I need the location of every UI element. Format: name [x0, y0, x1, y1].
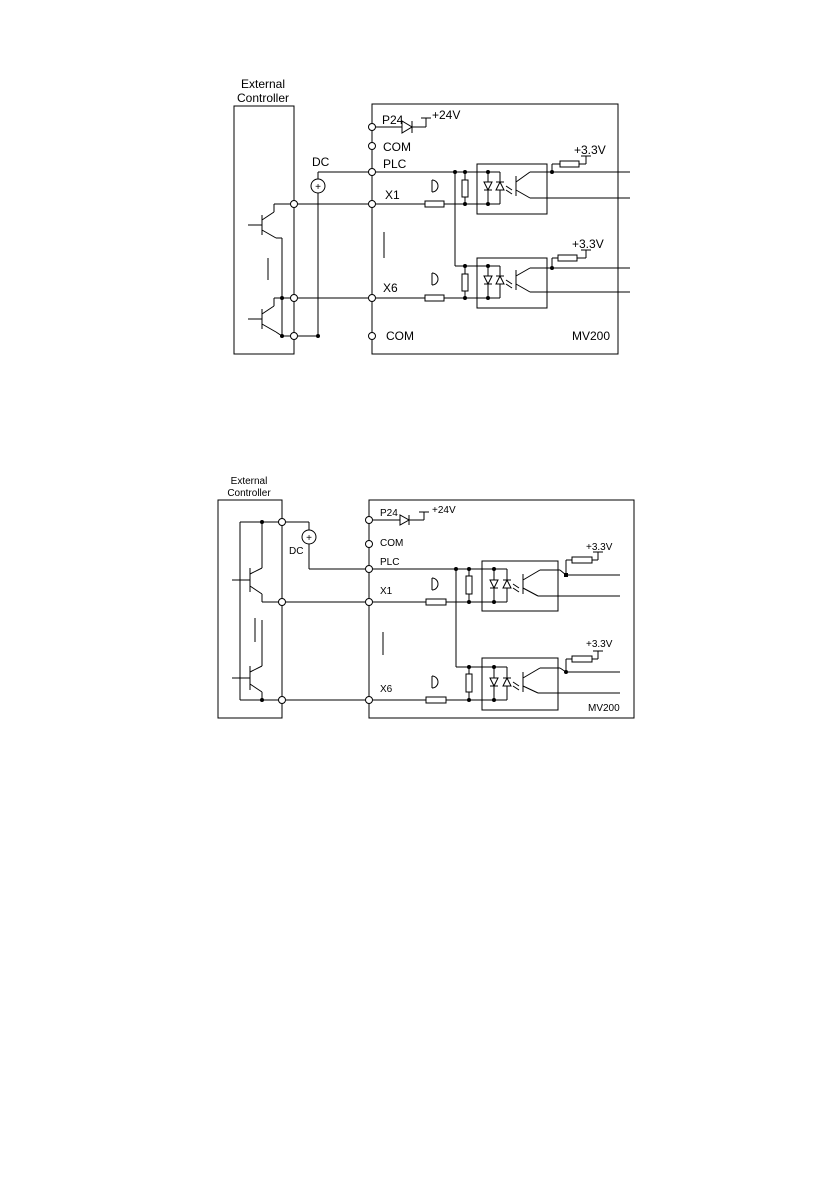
v33-label-b: +3.3V — [586, 639, 613, 650]
controller-label-line1: External — [231, 476, 268, 487]
svg-text:+: + — [315, 182, 321, 193]
v24-label: +24V — [432, 108, 460, 122]
plc-label: PLC — [380, 557, 399, 568]
transistor-1 — [232, 568, 280, 602]
resistor-icon — [426, 697, 446, 703]
transistor-2 — [248, 298, 294, 336]
x1-label: X1 — [380, 586, 393, 597]
controller-label-line2: Controller — [237, 91, 289, 105]
terminal-plc — [369, 169, 376, 176]
resistor-icon — [426, 599, 446, 605]
terminal-ctrl-x1 — [279, 599, 286, 606]
external-controller-box — [234, 106, 294, 354]
model-label: MV200 — [588, 703, 620, 714]
terminal-x1 — [366, 599, 373, 606]
terminal-com — [369, 143, 376, 150]
terminal-com — [366, 541, 373, 548]
transistor-2 — [232, 650, 262, 700]
com-bottom-label: COM — [386, 329, 414, 343]
com-label: COM — [383, 140, 411, 154]
opto-channel-x6: +3.3V — [373, 639, 620, 710]
resistor-icon — [466, 576, 472, 594]
terminal-ctrl-top — [279, 519, 286, 526]
terminal-p24 — [366, 517, 373, 524]
v24-label: +24V — [432, 505, 456, 516]
opto-channel-x6: +3.3V — [376, 237, 630, 308]
p24-label: P24 — [382, 113, 404, 127]
plc-label: PLC — [383, 157, 407, 171]
resistor-icon — [558, 255, 577, 261]
resistor-icon — [572, 557, 592, 563]
terminal-plc — [366, 566, 373, 573]
com-label: COM — [380, 538, 403, 549]
terminal-x6 — [369, 295, 376, 302]
x1-label: X1 — [385, 188, 400, 202]
resistor-icon — [572, 656, 592, 662]
x6-label: X6 — [383, 281, 398, 295]
dc-label: DC — [289, 546, 303, 557]
current-loop-icon — [432, 180, 438, 192]
resistor-icon — [462, 180, 468, 197]
resistor-icon — [425, 201, 444, 207]
resistor-icon — [462, 274, 468, 291]
terminal-x6 — [366, 697, 373, 704]
v33-label-a: +3.3V — [574, 143, 606, 157]
v33-label-b: +3.3V — [572, 237, 604, 251]
terminal-ctrl-x6 — [291, 295, 298, 302]
terminal-ctrl-x1 — [291, 201, 298, 208]
current-loop-icon — [432, 676, 438, 688]
resistor-icon — [466, 674, 472, 692]
diode-icon — [402, 121, 412, 133]
transistor-1 — [248, 204, 294, 336]
v33-label-a: +3.3V — [586, 542, 613, 553]
opto-channel-x1: +3.3V — [376, 143, 630, 214]
inverter-box — [369, 500, 634, 718]
model-label: MV200 — [572, 329, 610, 343]
svg-text:+: + — [306, 533, 312, 544]
terminal-ctrl-x6 — [279, 697, 286, 704]
terminal-com-bottom — [369, 333, 376, 340]
terminal-ctrl-com — [291, 333, 298, 340]
diagram-bottom: External Controller — [218, 476, 634, 718]
controller-label-line2: Controller — [227, 488, 271, 499]
current-loop-icon — [432, 578, 438, 590]
x6-label: X6 — [380, 684, 393, 695]
terminal-x1 — [369, 201, 376, 208]
p24-label: P24 — [380, 508, 398, 519]
resistor-icon — [560, 161, 579, 167]
terminal-p24 — [369, 124, 376, 131]
diagram-top: External Controller — [234, 77, 630, 354]
dc-label: DC — [312, 155, 330, 169]
current-loop-icon — [432, 273, 438, 285]
controller-label-line1: External — [241, 77, 285, 91]
opto-channel-x1: +3.3V — [373, 542, 620, 611]
resistor-icon — [425, 295, 444, 301]
diode-icon — [400, 515, 409, 525]
